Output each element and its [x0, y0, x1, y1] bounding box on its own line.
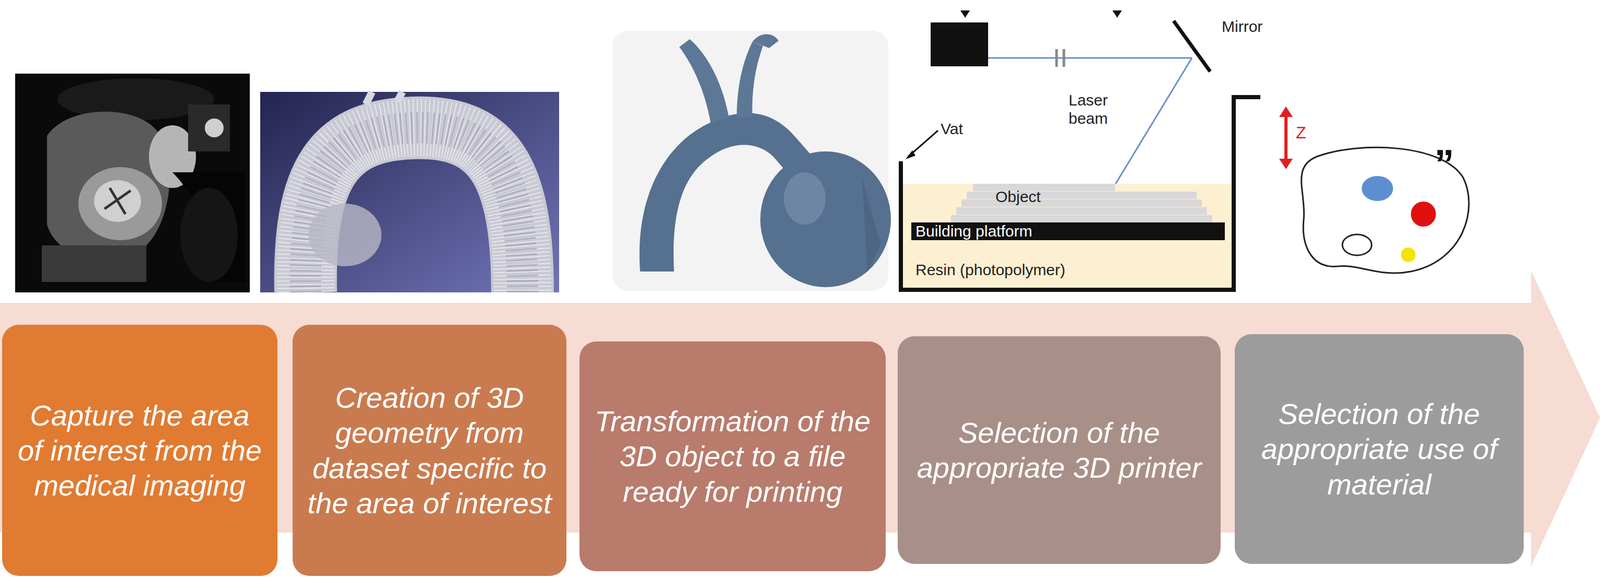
- axis-label: Z: [1295, 123, 1307, 143]
- box-text: Selection of the appropriate 3D printer: [911, 415, 1208, 486]
- box-text: Capture the area of interest from the me…: [15, 398, 264, 504]
- process-box: Transformation of the 3D object to a fil…: [579, 341, 886, 572]
- part-label: Object: [995, 188, 1041, 207]
- part-label: Building platform: [915, 222, 1033, 241]
- quote-mark: ”: [1434, 141, 1455, 187]
- part-label: Vat: [940, 120, 964, 139]
- point-cloud-mesh: [260, 91, 560, 293]
- sla-printer-schematic: [900, 10, 1293, 291]
- part-label: Mirror: [1221, 17, 1263, 37]
- process-box: Selection of the appropriate use of mate…: [1234, 334, 1524, 565]
- box-text: Selection of the appropriate use of mate…: [1248, 396, 1511, 503]
- ct-scan-image: [15, 73, 250, 293]
- part-label: Resin (photopolymer): [915, 261, 1066, 280]
- aorta-3d-model: [612, 30, 891, 292]
- box-text: Creation of 3D geometry from dataset spe…: [306, 380, 553, 521]
- part-label: Laser beam: [1068, 91, 1127, 128]
- process-box: Capture the area of interest from the me…: [2, 325, 278, 577]
- box-text: Transformation of the 3D object to a fil…: [593, 403, 873, 510]
- process-box: Selection of the appropriate 3D printer: [897, 336, 1221, 565]
- process-box: Creation of 3D geometry from dataset spe…: [292, 325, 567, 577]
